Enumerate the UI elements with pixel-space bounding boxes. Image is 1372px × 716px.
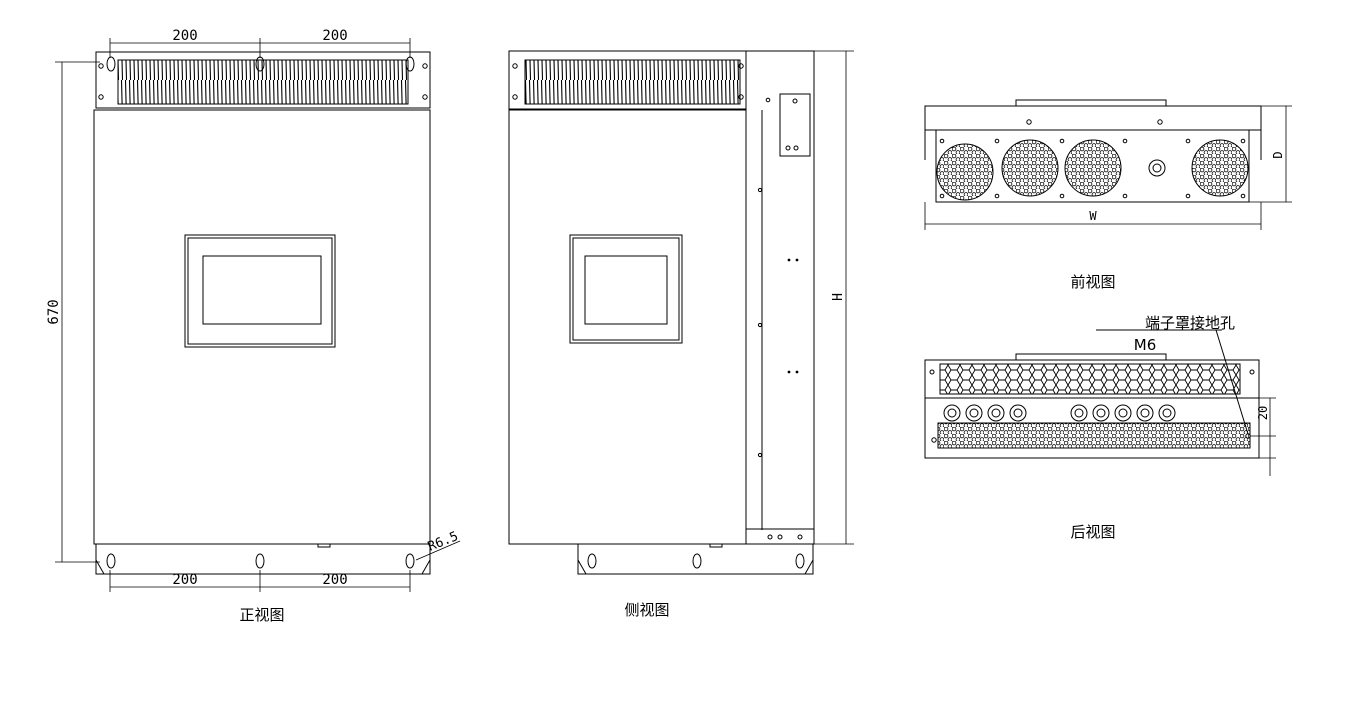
- dim-top-depth: D: [1271, 151, 1285, 158]
- top-dimensions: [924, 105, 1292, 230]
- back-lower-grille: [937, 422, 1251, 449]
- side-body: [508, 109, 747, 545]
- front-body: [93, 109, 431, 545]
- dim-top-left: 200: [172, 28, 197, 44]
- mount-slot-icon: [255, 553, 265, 569]
- back-view: [924, 329, 1260, 459]
- terminal-icon: [987, 404, 1005, 422]
- terminal-icon: [1158, 404, 1176, 422]
- front-display-bezel: [184, 234, 336, 348]
- dim-top-right: 200: [322, 28, 347, 44]
- side-view: [508, 50, 815, 575]
- fan-grille-icon: [1064, 139, 1122, 197]
- dim-corner-radius: R6.5: [426, 529, 461, 555]
- fan-grille-icon: [1191, 139, 1249, 197]
- terminal-icon: [1136, 404, 1154, 422]
- top-view-upper-band: [924, 105, 1262, 131]
- side-dimensions: [814, 50, 854, 545]
- front-vent-slots: [117, 59, 409, 105]
- side-vent-slots: [524, 59, 741, 105]
- side-display-bezel: [569, 234, 683, 344]
- fan-grille-icon: [936, 143, 994, 201]
- indicator-icon: [1148, 159, 1166, 177]
- front-bottom-flange: [95, 543, 431, 575]
- front-view-caption: 正视图: [239, 606, 284, 624]
- mount-slot-icon: [587, 553, 597, 569]
- front-view: [93, 51, 431, 575]
- mount-slot-icon: [106, 553, 116, 569]
- ground-hole-label: 端子罩接地孔: [1145, 314, 1235, 332]
- mount-slot-icon: [692, 553, 702, 569]
- dim-side-height: H: [831, 293, 846, 301]
- ground-symbol-icon: [931, 437, 937, 443]
- top-view-caption: 前视图: [1070, 273, 1115, 291]
- dim-top-width: W: [1089, 209, 1097, 223]
- terminal-icon: [1009, 404, 1027, 422]
- terminal-icon: [1114, 404, 1132, 422]
- dim-bottom-right: 200: [322, 572, 347, 588]
- terminal-icon: [943, 404, 961, 422]
- terminal-icon: [965, 404, 983, 422]
- front-top-flange: [95, 51, 431, 109]
- top-view-panel: [935, 129, 1250, 203]
- mount-slot-icon: [795, 553, 805, 569]
- back-dimensions: [1250, 397, 1276, 476]
- side-display-screen: [584, 255, 668, 325]
- back-upper-grille: [939, 363, 1241, 395]
- side-view-caption: 侧视图: [624, 601, 669, 619]
- side-bottom-flange: [577, 543, 814, 575]
- front-dimensions: [55, 38, 461, 592]
- mount-slot-icon: [405, 553, 415, 569]
- dim-overall-height: 670: [46, 299, 62, 324]
- top-view: [924, 99, 1262, 203]
- back-view-caption: 后视图: [1070, 523, 1115, 541]
- front-display-screen: [202, 255, 322, 325]
- dim-bottom-left: 200: [172, 572, 197, 588]
- terminal-icon: [1070, 404, 1088, 422]
- terminal-icon: [1092, 404, 1110, 422]
- dim-back-offset: 20: [1256, 406, 1270, 420]
- side-bracket: [779, 93, 811, 157]
- fan-grille-icon: [1001, 139, 1059, 197]
- ground-hole-size: M6: [1134, 336, 1157, 354]
- mount-slot-icon: [106, 56, 116, 72]
